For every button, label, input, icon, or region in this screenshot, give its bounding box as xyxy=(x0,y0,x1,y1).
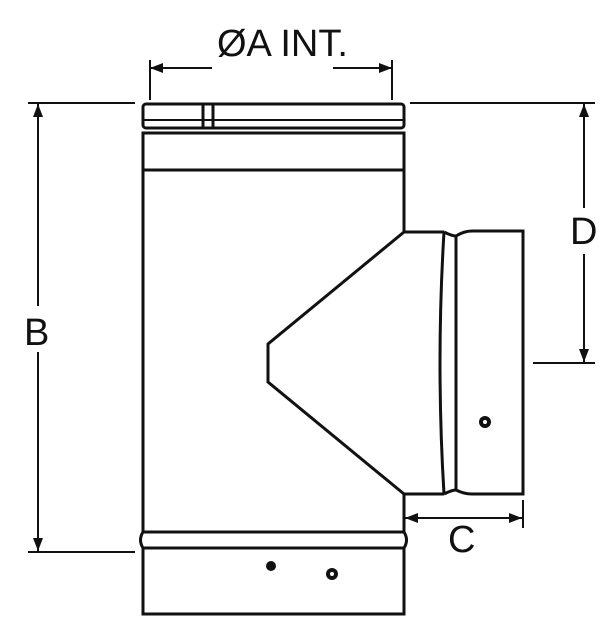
dimension-c-arrow-right xyxy=(509,513,522,523)
dimension-b-arrow-bottom xyxy=(33,538,43,551)
dimension-c-arrow-left xyxy=(405,513,418,523)
branch-collar-bead xyxy=(443,230,457,496)
main-body-outline xyxy=(141,170,406,534)
bottom-collar xyxy=(141,546,406,616)
bottom-bead xyxy=(139,531,408,550)
dimension-d-arrow-bottom xyxy=(579,349,589,362)
dimension-b: B xyxy=(24,102,135,553)
dimension-c-label: C xyxy=(448,519,475,561)
branch-sleeve xyxy=(454,229,525,496)
dimension-b-arrow-top xyxy=(33,104,43,117)
dimension-c: C xyxy=(403,500,524,561)
top-collar xyxy=(141,102,406,130)
dimension-d: D xyxy=(410,102,597,364)
bottom-rivet-left xyxy=(266,561,276,571)
bottom-rivet-right-center xyxy=(330,572,334,576)
tee-body xyxy=(139,102,525,616)
dimension-a-arrow-right xyxy=(379,63,392,73)
branch-cone xyxy=(266,230,405,496)
dimension-a: ØA INT. xyxy=(149,23,393,100)
dimension-b-label: B xyxy=(24,312,49,354)
branch-collar-curve xyxy=(438,231,446,495)
branch-collar-edges xyxy=(404,230,444,496)
dimension-a-label: ØA INT. xyxy=(217,23,348,65)
dimension-d-label: D xyxy=(570,211,597,253)
dimension-d-arrow-top xyxy=(579,104,589,117)
dimension-a-arrow-left xyxy=(150,63,163,73)
branch-rivet-center xyxy=(483,420,487,424)
top-band xyxy=(141,131,406,172)
